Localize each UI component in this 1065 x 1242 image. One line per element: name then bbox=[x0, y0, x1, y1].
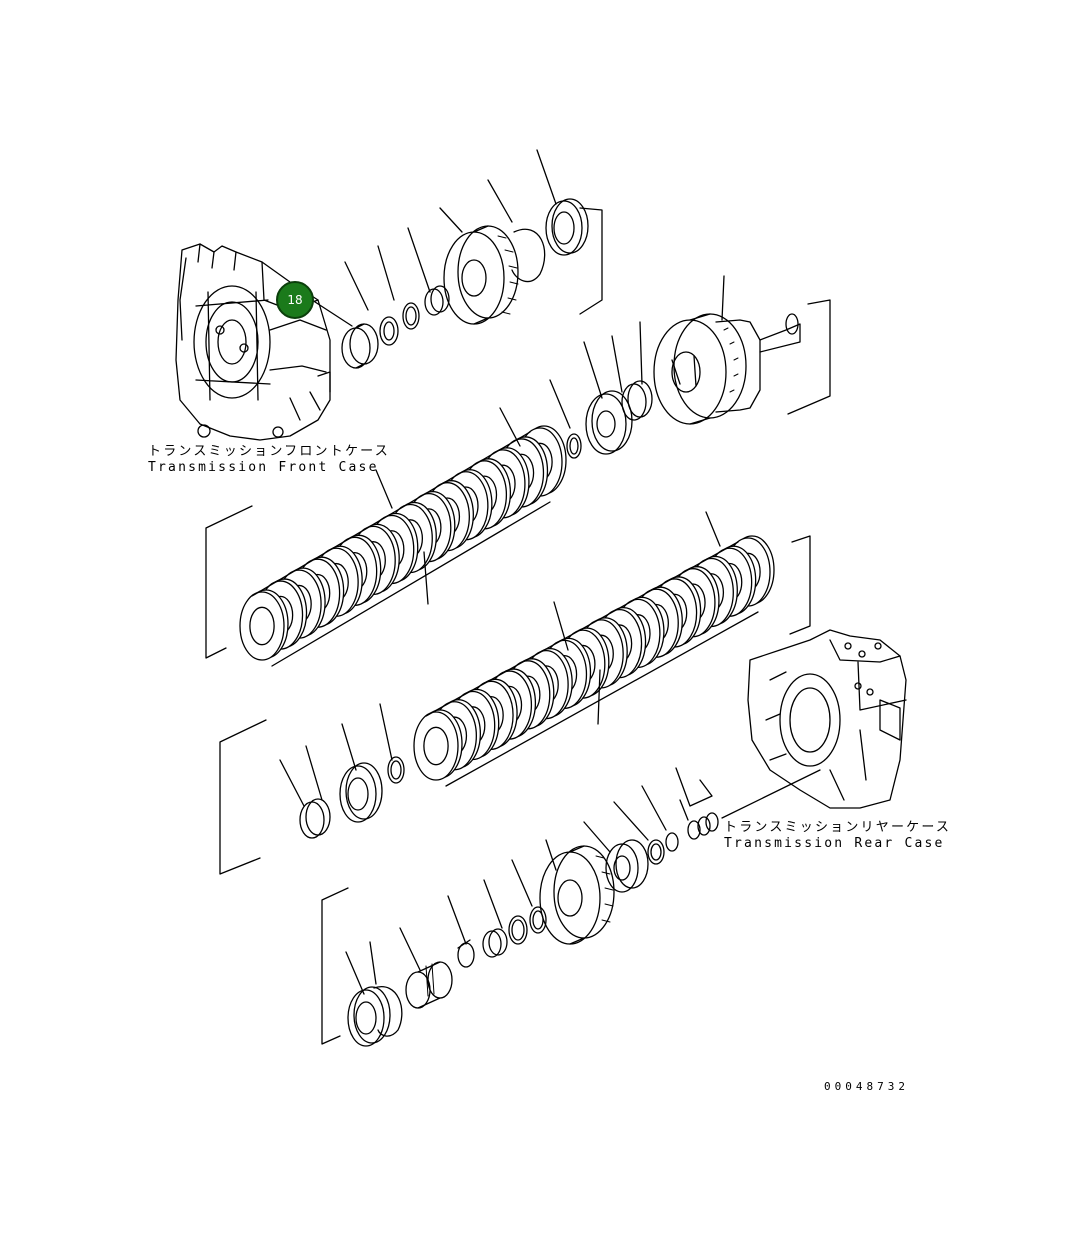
clutch-disc-bore bbox=[249, 606, 275, 646]
pack-brackets bbox=[205, 407, 811, 725]
row2-small-parts bbox=[549, 321, 653, 459]
front-case-label: トランスミッションフロントケース Transmission Front Case bbox=[148, 444, 390, 476]
clutch-pack-lower bbox=[413, 535, 775, 787]
transmission-rear-case bbox=[747, 629, 907, 809]
pack-outline bbox=[425, 541, 759, 787]
rear-case-label-jp: トランスミッションリヤーケース bbox=[724, 820, 952, 835]
pack-outline bbox=[251, 431, 551, 667]
row3-left-parts bbox=[219, 703, 405, 875]
rear-case-label-en: Transmission Rear Case bbox=[724, 836, 945, 851]
part-callout-18[interactable]: 18 bbox=[276, 281, 314, 319]
front-case-label-jp: トランスミッションフロントケース bbox=[148, 444, 390, 459]
clutch-disc-face bbox=[239, 591, 285, 661]
transmission-front-case bbox=[175, 243, 331, 441]
rear-case-label: トランスミッションリヤーケース Transmission Rear Case bbox=[724, 820, 951, 852]
part-callout-number: 18 bbox=[287, 293, 303, 307]
clutch-disc-face bbox=[413, 711, 459, 781]
front-case-label-en: Transmission Front Case bbox=[148, 460, 379, 475]
clutch-pack-upper bbox=[239, 425, 567, 667]
gear-shaft-assembly bbox=[653, 275, 831, 425]
row4-parts bbox=[321, 767, 821, 1047]
row1-parts bbox=[311, 149, 603, 369]
drawing-number: 00048732 bbox=[824, 1080, 909, 1093]
clutch-disc-bore bbox=[423, 726, 449, 766]
